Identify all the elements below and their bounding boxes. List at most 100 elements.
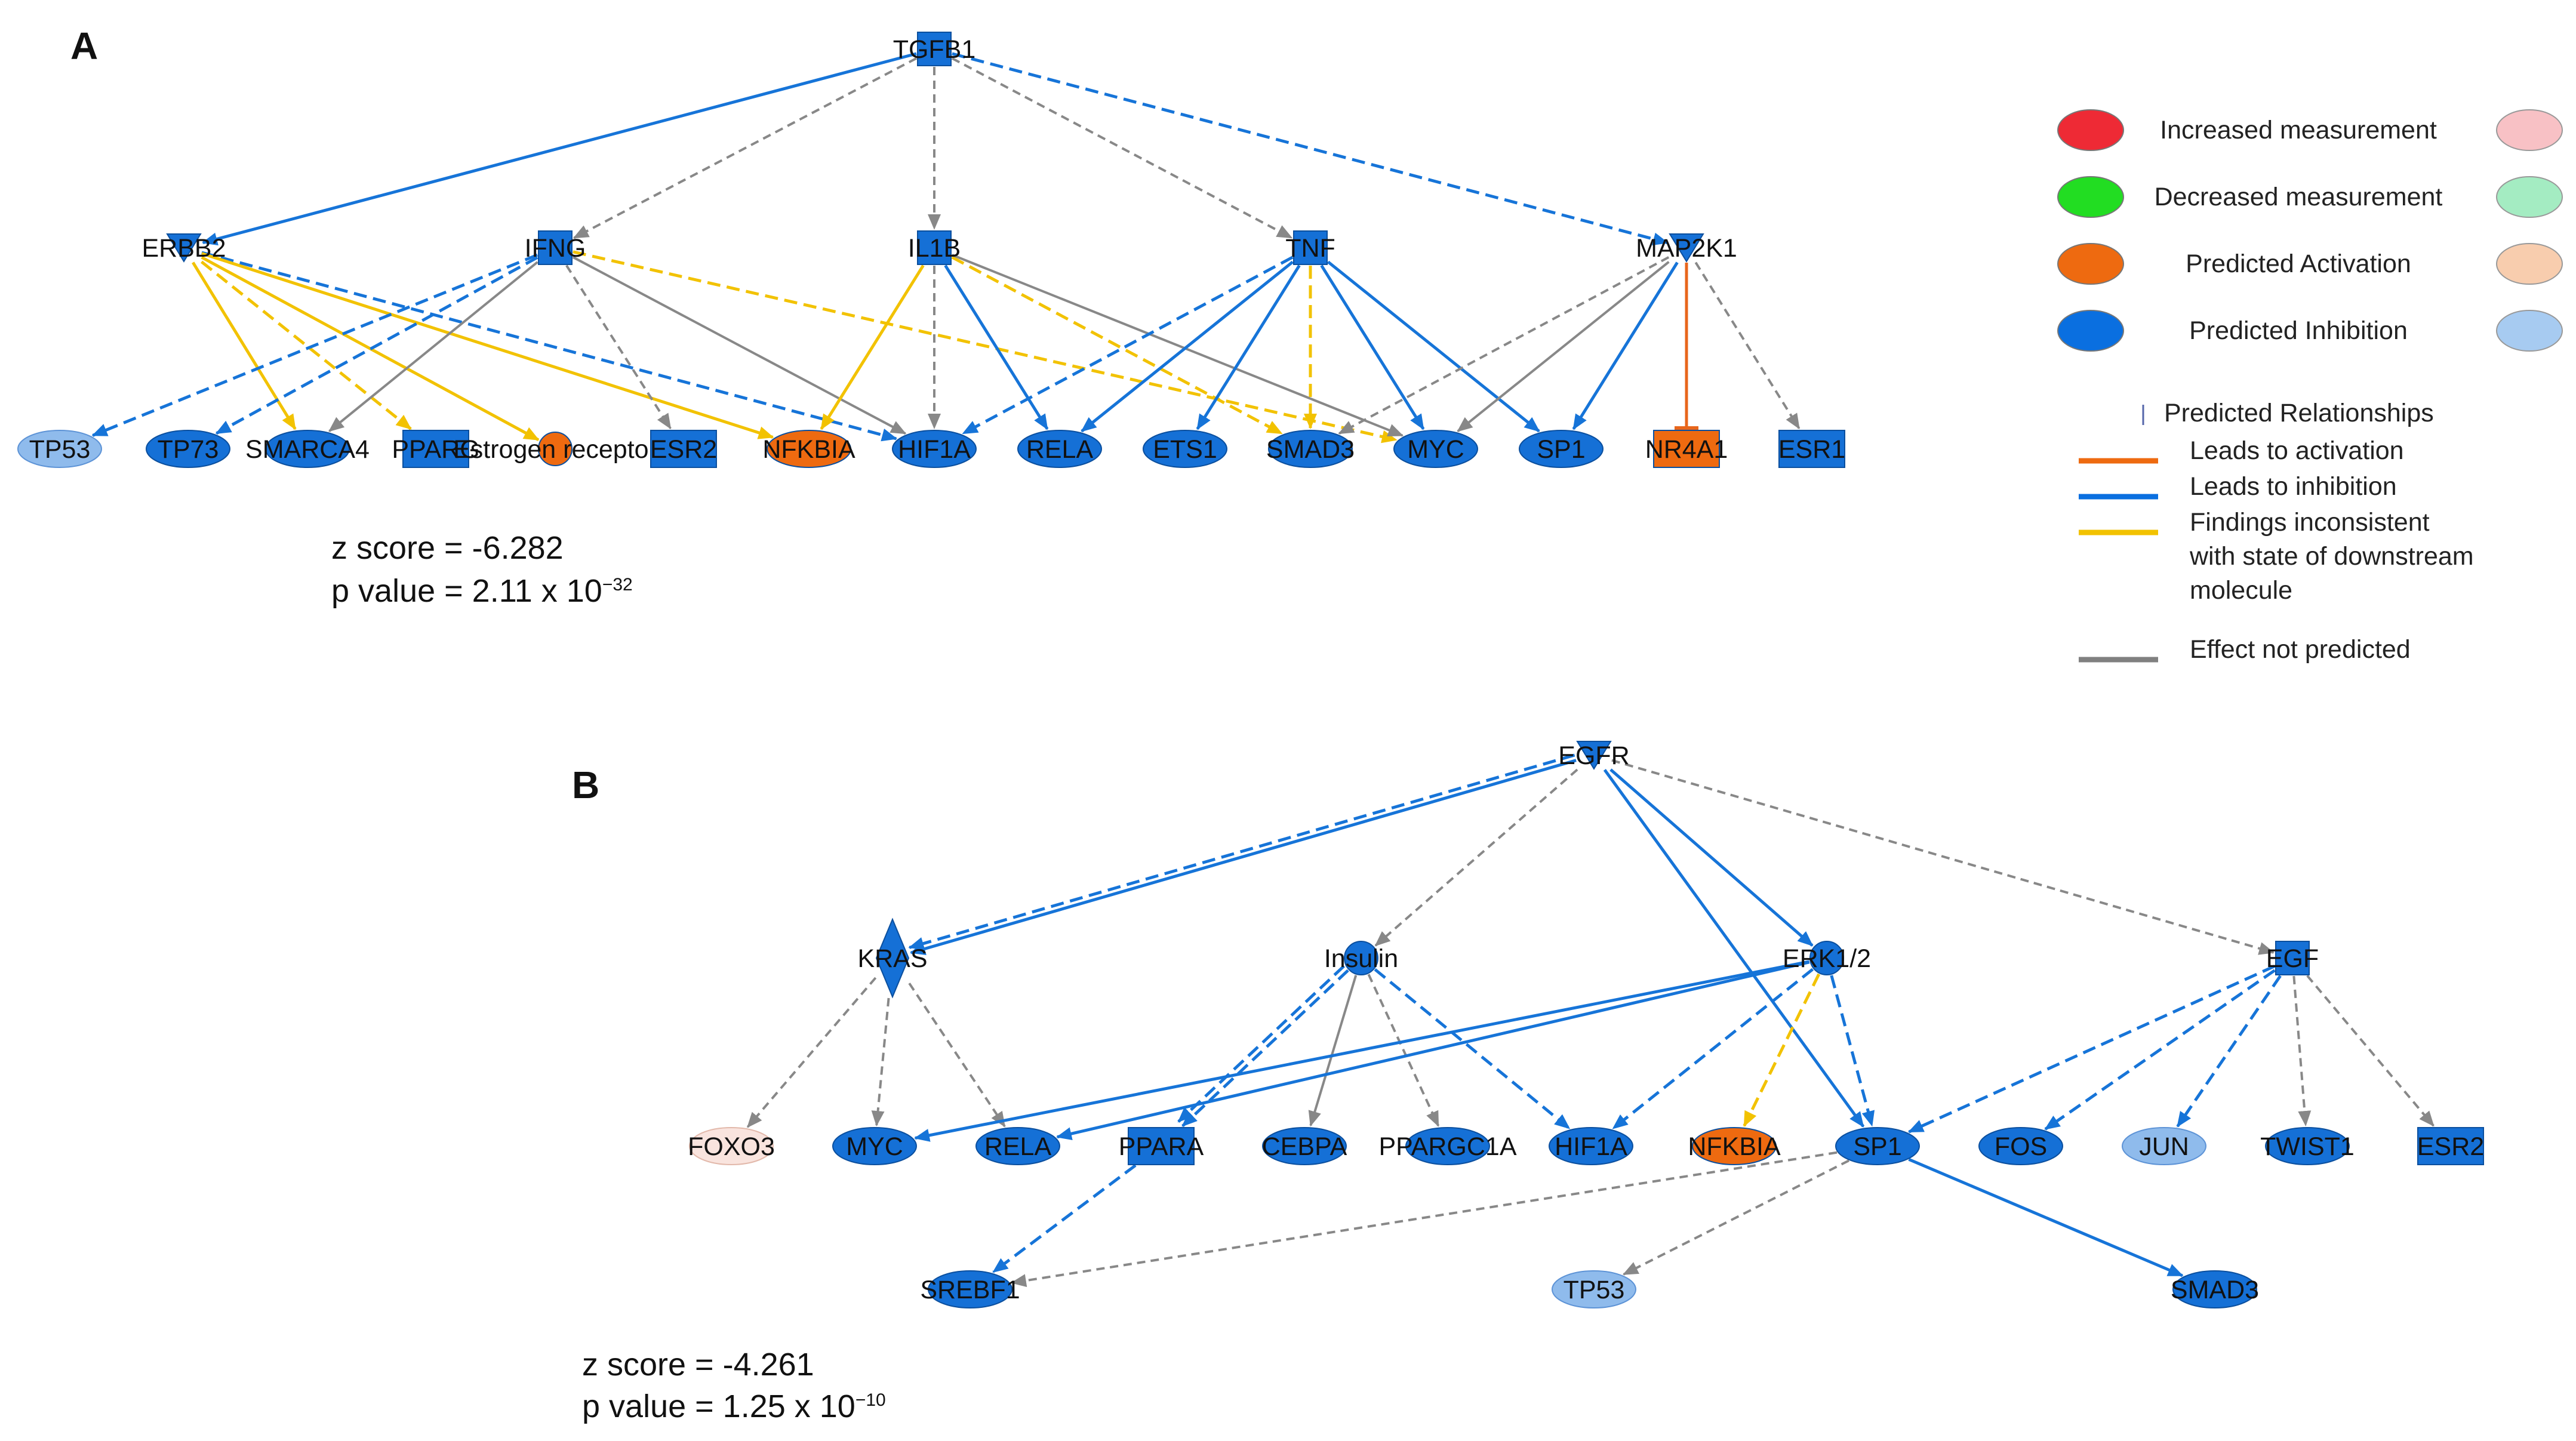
node-insulin[interactable]: Insulin xyxy=(1324,941,1398,975)
node-label: PPARGC1A xyxy=(1379,1132,1517,1161)
p-value-exponent: −32 xyxy=(602,575,633,595)
node-tgfb1[interactable]: TGFB1 xyxy=(893,32,976,66)
node-label: ESR2 xyxy=(2417,1132,2484,1161)
square-shape xyxy=(917,32,952,66)
node-estrogen[interactable]: Estrogen receptor xyxy=(453,432,657,466)
node-esr2[interactable]: ESR2 xyxy=(650,430,717,468)
node-label: Insulin xyxy=(1324,944,1398,973)
edge-sp1-to-srebf1 xyxy=(1010,1151,1838,1288)
node-ppargc1a[interactable]: PPARGC1A xyxy=(1379,1127,1517,1165)
node-il1b[interactable]: IL1B xyxy=(908,230,961,265)
legend-rel-leads-to-activation: Leads to activation xyxy=(2079,436,2404,465)
node-fos[interactable]: FOS xyxy=(1978,1127,2063,1165)
node-sp1[interactable]: SP1 xyxy=(1519,430,1604,468)
legend-rel-label-cont: molecule xyxy=(2190,576,2292,605)
node-pparg[interactable]: PPARG xyxy=(392,430,480,468)
node-label: HIF1A xyxy=(1555,1132,1627,1161)
node-tp73[interactable]: TP73 xyxy=(146,430,230,468)
node-ets1[interactable]: ETS1 xyxy=(1143,430,1227,468)
legend-rel-label-cont: with state of downstream xyxy=(2189,542,2474,571)
edge-map2k1-to-esr1 xyxy=(1694,261,1801,430)
node-smad3[interactable]: SMAD3 xyxy=(1266,430,1355,468)
ellipse-shape xyxy=(689,1127,774,1165)
edge-egfr-to-sp1 xyxy=(1603,769,1865,1128)
node-label: TP73 xyxy=(158,435,219,464)
node-esr1[interactable]: ESR1 xyxy=(1778,430,1845,468)
circle-shape xyxy=(1344,941,1378,975)
node-label: TP53 xyxy=(29,435,91,464)
node-tp53[interactable]: TP53 xyxy=(17,430,102,468)
edge-tnf-to-hif1a xyxy=(962,255,1294,435)
edge-sp1-to-tp53 xyxy=(1622,1159,1850,1276)
ellipse-shape xyxy=(1978,1127,2063,1165)
node-label: TWIST1 xyxy=(2260,1132,2355,1161)
vtri-shape xyxy=(1669,233,1704,263)
panel-b-p-value: p value = 1.25 x 10−10 xyxy=(582,1384,886,1423)
legend-label: Decreased measurement xyxy=(2155,183,2443,211)
node-label: JUN xyxy=(2139,1132,2189,1161)
node-rela[interactable]: RELA xyxy=(975,1127,1060,1165)
node-map2k1[interactable]: MAP2K1 xyxy=(1636,233,1737,263)
node-hif1a[interactable]: HIF1A xyxy=(1549,1127,1633,1165)
p-value-exponent: −10 xyxy=(855,1390,886,1410)
node-label: SP1 xyxy=(1537,435,1585,464)
node-label: EGFR xyxy=(1558,741,1629,770)
edge-ifng-to-myc xyxy=(573,250,1398,444)
node-erbb2[interactable]: ERBB2 xyxy=(141,233,226,263)
node-nr4a1[interactable]: NR4A1 xyxy=(1645,430,1728,468)
node-nfkbia[interactable]: NFKBIA xyxy=(1688,1127,1781,1165)
ellipse-shape xyxy=(17,430,102,468)
ellipse-shape xyxy=(1143,430,1227,468)
node-twist1[interactable]: TWIST1 xyxy=(2260,1127,2355,1165)
legend-rel-label: Leads to inhibition xyxy=(2190,472,2397,501)
edge-il1b-to-myc xyxy=(952,254,1404,437)
node-jun[interactable]: JUN xyxy=(2122,1127,2206,1165)
node-foxo3[interactable]: FOXO3 xyxy=(688,1127,775,1165)
node-label: SREBF1 xyxy=(920,1276,1020,1304)
ellipse-shape xyxy=(2265,1127,2350,1165)
panel-b-z-score: z score = -4.261 xyxy=(582,1348,814,1381)
ellipse-shape xyxy=(2172,1270,2257,1308)
node-sp1[interactable]: SP1 xyxy=(1835,1127,1920,1165)
node-smarca4[interactable]: SMARCA4 xyxy=(245,430,370,468)
node-cebpa[interactable]: CEBPA xyxy=(1262,1127,1347,1165)
node-label: PPARA xyxy=(1119,1132,1204,1161)
node-esr2[interactable]: ESR2 xyxy=(2417,1127,2484,1165)
node-label: MYC xyxy=(846,1132,903,1161)
rect-shape xyxy=(1778,430,1845,468)
node-srebf1[interactable]: SREBF1 xyxy=(920,1270,1020,1308)
legend-label: Predicted Inhibition xyxy=(2189,316,2408,345)
edge-egf-to-sp1 xyxy=(1907,965,2276,1134)
node-ifng[interactable]: IFNG xyxy=(525,230,586,265)
node-label: ESR1 xyxy=(1778,435,1845,464)
node-egf[interactable]: EGF xyxy=(2266,941,2319,975)
edge-egfr-to-egf xyxy=(1611,759,2275,955)
node-egfr[interactable]: EGFR xyxy=(1558,741,1630,770)
node-erk12[interactable]: ERK1/2 xyxy=(1783,941,1871,975)
node-hif1a[interactable]: HIF1A xyxy=(892,430,977,468)
node-label: RELA xyxy=(1026,435,1094,464)
node-rela[interactable]: RELA xyxy=(1017,430,1102,468)
ellipse-shape xyxy=(265,430,350,468)
node-nfkbia[interactable]: NFKBIA xyxy=(762,430,855,468)
edge-insulin-to-cebpa xyxy=(1308,975,1358,1127)
node-label: CEBPA xyxy=(1262,1132,1347,1161)
node-tnf[interactable]: TNF xyxy=(1285,230,1335,265)
node-tp53[interactable]: TP53 xyxy=(1552,1270,1636,1308)
node-label: RELA xyxy=(984,1132,1052,1161)
node-label: MAP2K1 xyxy=(1636,234,1737,263)
edge-tgfb1-to-erbb2 xyxy=(201,52,917,246)
node-myc[interactable]: MYC xyxy=(1393,430,1478,468)
edge-il1b-to-nfkbia xyxy=(820,264,925,430)
node-smad3[interactable]: SMAD3 xyxy=(2171,1270,2259,1308)
node-ppara[interactable]: PPARA xyxy=(1119,1127,1204,1165)
node-kras[interactable]: KRAS xyxy=(857,917,928,999)
edge-ppara-to-srebf1 xyxy=(992,1164,1137,1273)
node-myc[interactable]: MYC xyxy=(832,1127,917,1165)
node-label: IFNG xyxy=(525,234,586,263)
square-shape xyxy=(917,230,952,265)
node-label: ETS1 xyxy=(1153,435,1217,464)
edge-tnf-to-sp1 xyxy=(1327,260,1540,433)
edge-erk12-to-sp1 xyxy=(1830,975,1875,1127)
